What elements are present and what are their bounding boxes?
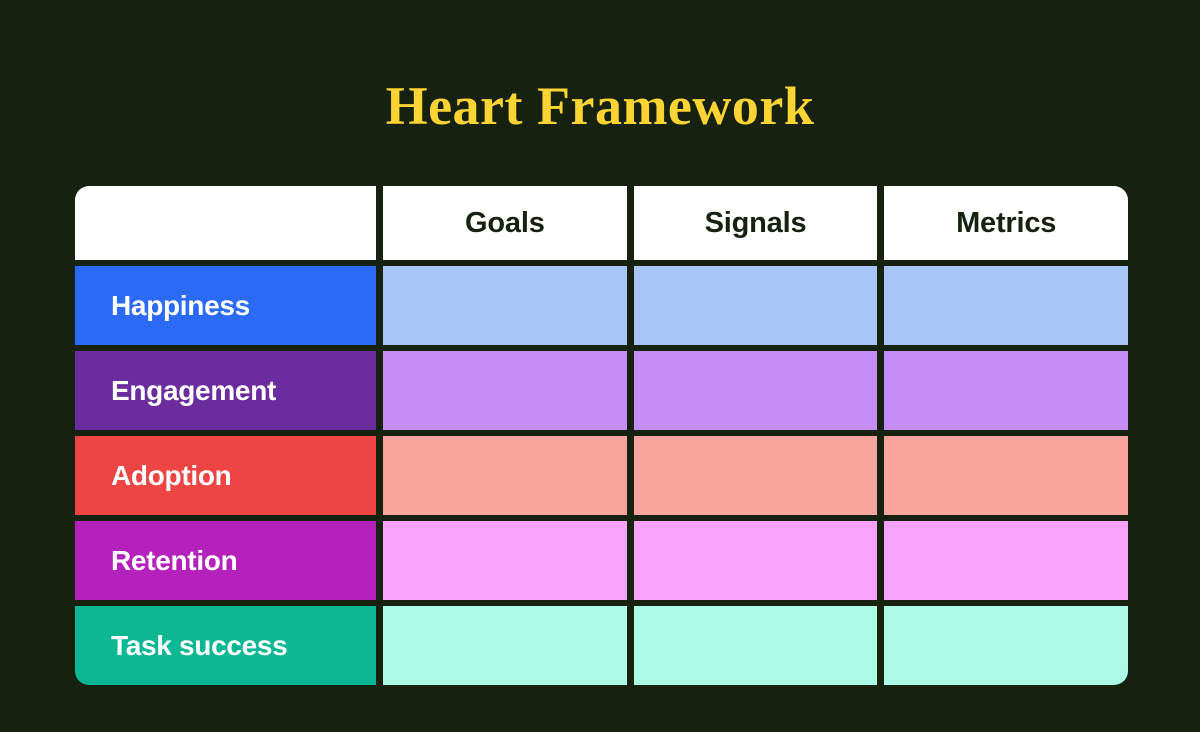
table-header-row: Goals Signals Metrics <box>75 186 1129 260</box>
header-label-metrics: Metrics <box>956 206 1057 239</box>
table-row-engagement: Engagement <box>75 351 1129 430</box>
row-label-text-engagement: Engagement <box>111 374 277 406</box>
row-label-text-task-success: Task success <box>111 629 288 661</box>
header-cell-metrics: Metrics <box>884 186 1129 260</box>
cell-retention-signals[interactable] <box>633 521 878 600</box>
cell-adoption-metrics[interactable] <box>884 436 1129 515</box>
cell-retention-goals[interactable] <box>383 521 627 600</box>
cell-engagement-signals[interactable] <box>633 351 878 430</box>
row-label-retention: Retention <box>75 521 376 600</box>
header-label-signals: Signals <box>704 206 807 239</box>
cell-adoption-signals[interactable] <box>633 436 878 515</box>
row-label-text-adoption: Adoption <box>111 459 232 491</box>
row-label-adoption: Adoption <box>75 436 376 515</box>
cell-task-success-signals[interactable] <box>633 606 878 685</box>
page-title: Heart Framework <box>385 76 815 136</box>
table-row-adoption: Adoption <box>75 436 1129 515</box>
table-row-task-success: Task success <box>75 606 1129 685</box>
cell-happiness-metrics[interactable] <box>884 266 1129 345</box>
row-label-text-happiness: Happiness <box>111 289 250 321</box>
cell-happiness-goals[interactable] <box>383 266 627 345</box>
cell-happiness-signals[interactable] <box>633 266 878 345</box>
header-cell-corner <box>75 186 376 260</box>
row-label-engagement: Engagement <box>75 351 376 430</box>
table-row-retention: Retention <box>75 521 1129 600</box>
cell-task-success-metrics[interactable] <box>884 606 1129 685</box>
row-label-happiness: Happiness <box>75 266 376 345</box>
row-label-text-retention: Retention <box>111 544 238 576</box>
cell-task-success-goals[interactable] <box>383 606 627 685</box>
heart-framework-table: Goals Signals Metrics Happiness Engageme… <box>75 186 1129 685</box>
header-label-goals: Goals <box>465 206 545 239</box>
row-label-task-success: Task success <box>75 606 376 685</box>
table-row-happiness: Happiness <box>75 266 1129 345</box>
cell-engagement-metrics[interactable] <box>884 351 1129 430</box>
cell-engagement-goals[interactable] <box>383 351 627 430</box>
cell-adoption-goals[interactable] <box>383 436 627 515</box>
header-cell-signals: Signals <box>633 186 878 260</box>
header-cell-goals: Goals <box>383 186 627 260</box>
cell-retention-metrics[interactable] <box>884 521 1129 600</box>
